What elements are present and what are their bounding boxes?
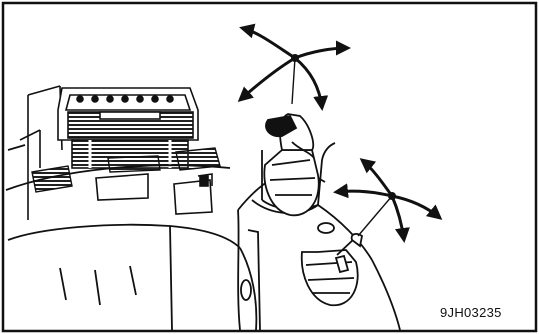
lower-lever-direction-arrows <box>336 160 440 240</box>
cab-frame-lines <box>20 86 62 220</box>
travel-lever <box>302 234 362 305</box>
work-equipment-lever <box>264 114 325 215</box>
figure-code: 9JH03235 <box>440 305 502 320</box>
right-console <box>238 143 400 330</box>
upper-lever-direction-arrows <box>240 28 348 108</box>
floor-blocks <box>96 174 212 214</box>
